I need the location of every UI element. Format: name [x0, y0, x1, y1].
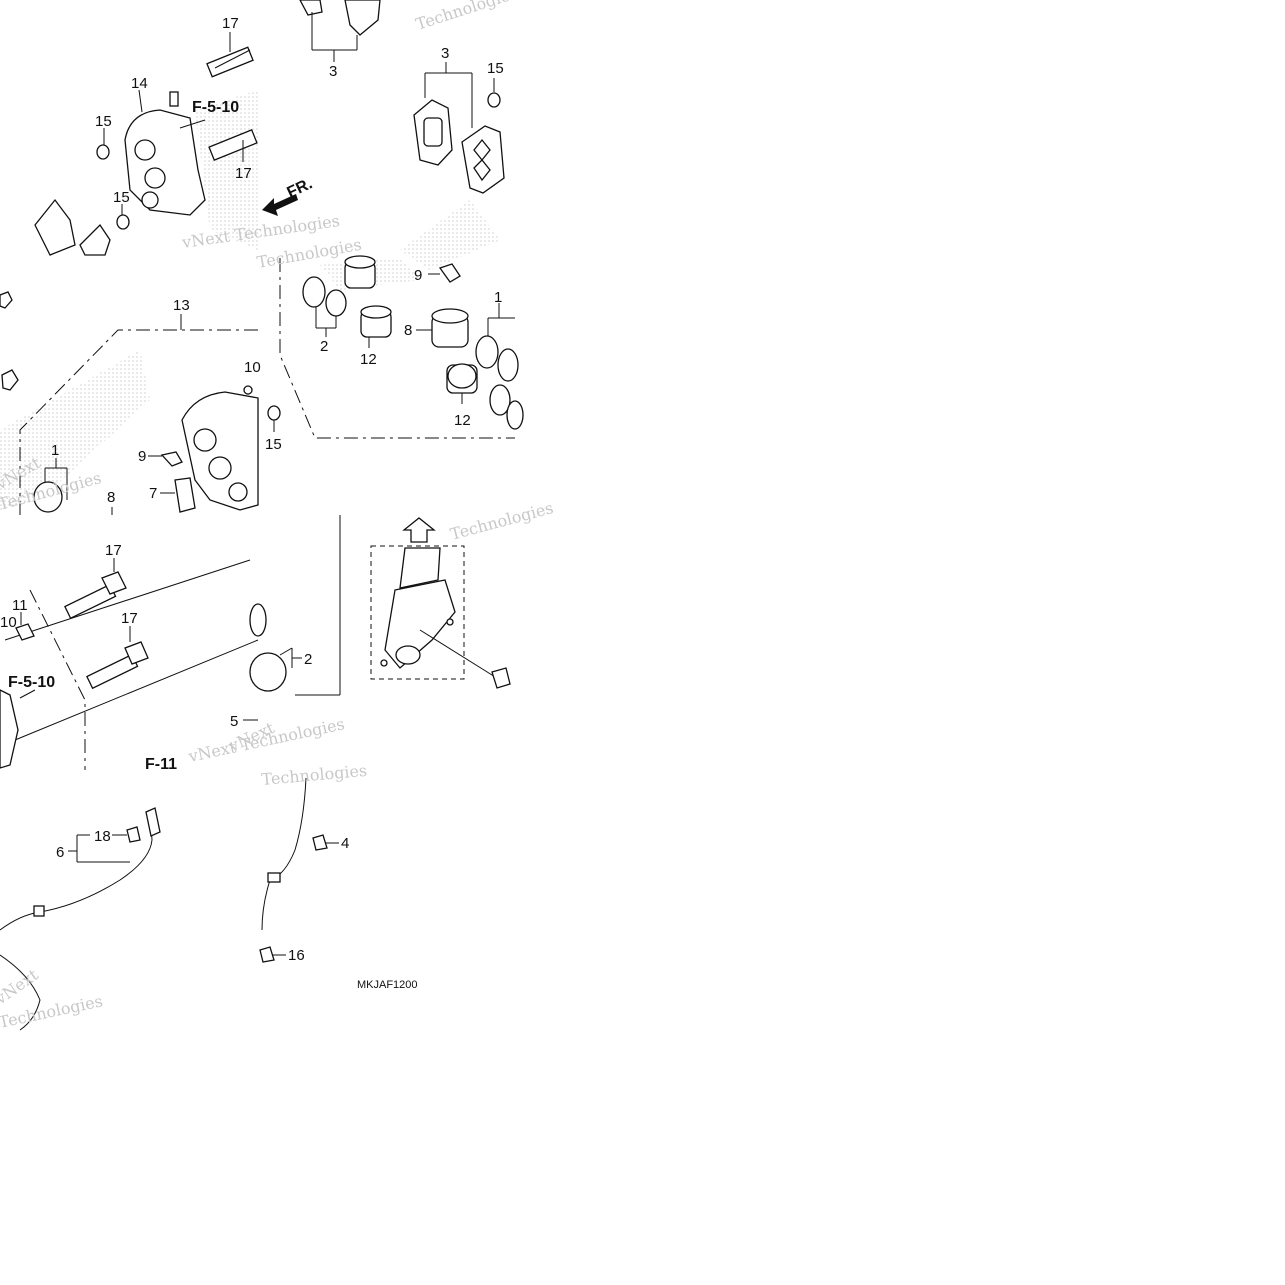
callout-17: 17: [235, 165, 252, 182]
callout-18: 18: [94, 828, 111, 845]
seal-15-a: [96, 144, 110, 160]
caliper-piston-12-lower: [446, 363, 478, 394]
brake-pad-partial: [34, 198, 76, 256]
dust-seal-c: [249, 652, 287, 692]
callout-2: 2: [320, 338, 328, 355]
caliper-housing-edge: [0, 689, 19, 769]
reference-f-11: F-11: [145, 756, 177, 773]
callout-10: 10: [244, 359, 261, 376]
watermark-text: vNext: [0, 965, 42, 1009]
callout-17: 17: [222, 15, 239, 32]
wheel-speed-sensor-bolt: [491, 667, 511, 689]
callout-13: 13: [173, 297, 190, 314]
caliper-bolt-lower: [208, 129, 258, 161]
callout-7: 7: [149, 485, 157, 502]
dust-seal-b: [325, 289, 347, 317]
seal-15-d: [267, 405, 281, 421]
bleeder-nut-a: [0, 291, 13, 309]
sensor-rotor-partial: [0, 954, 41, 1031]
piston-seal: [33, 481, 63, 513]
caliper-piston-8: [431, 308, 469, 348]
callout-16: 16: [288, 947, 305, 964]
callout-11: 11: [12, 597, 28, 614]
pad-spring: [174, 477, 196, 513]
callout-15: 15: [113, 189, 130, 206]
watermark-text: Technologies: [413, 0, 520, 34]
callout-6: 6: [56, 844, 64, 861]
sensor-wire: [0, 811, 153, 931]
sensor-grommet: [33, 905, 45, 917]
caliper-bolt-upper: [206, 46, 254, 78]
watermark-text: Technologies: [448, 498, 555, 544]
wheel-speed-sensor: 18 6 vNext Technologies: [0, 807, 161, 1032]
piston-seal-b: [497, 348, 519, 382]
diagram-code: MKJAF1200: [357, 979, 418, 991]
up-direction-arrow: [402, 517, 436, 543]
callout-12: 12: [454, 412, 471, 429]
caliper-piston-a: [344, 255, 376, 289]
callout-5: 5: [230, 713, 238, 730]
callout-4: 4: [341, 835, 349, 852]
brake-pad-pair: [413, 99, 505, 194]
callout-1: 1: [494, 289, 502, 306]
bleeder-valve: [438, 263, 461, 283]
piston-seal-c: [489, 384, 511, 416]
watermark-text: Technologies: [261, 761, 368, 789]
harness-wire: [261, 777, 307, 931]
mounting-bolt-a: [64, 571, 127, 620]
caliper-assembly-upper-left: 17 14 15 17 15 F-5-10 vNext Technologies: [34, 15, 341, 256]
bleeder-nut-b: [1, 369, 19, 391]
caliper-piston-12: [360, 305, 392, 338]
harness-clamp: [267, 872, 281, 883]
callout-3: 3: [441, 45, 449, 62]
callout-15: 15: [487, 60, 504, 77]
dust-seal-partial: [249, 603, 267, 637]
callout-2: 2: [304, 651, 312, 668]
brake-pad-partial-2: [79, 223, 111, 256]
sensor-harness: 4 16 MKJAF1200 Technologies: [259, 761, 418, 991]
caliper-housing: [181, 385, 259, 511]
pistons-seals-group: 2 12 9 8 12: [255, 235, 524, 453]
callout-15: 15: [95, 113, 112, 130]
piston-seal-a: [475, 335, 499, 369]
reference-f-5-10: F-5-10: [8, 674, 55, 691]
callout-8: 8: [107, 489, 115, 506]
callout-15: 15: [265, 436, 282, 453]
mounting-bolt-b: [86, 641, 149, 690]
callout-8: 8: [404, 322, 412, 339]
callout-14: 14: [131, 75, 148, 92]
callout-12: 12: [360, 351, 377, 368]
pad-spring-clip: [160, 451, 183, 467]
sensor-connector: [145, 807, 161, 837]
callout-3: 3: [329, 63, 337, 80]
seal-15-b: [116, 214, 130, 230]
brake-pad-top-b: [344, 0, 381, 36]
front-direction-label: FR.: [285, 175, 316, 201]
brake-pads-assembly: 3 3 15 FR. Technologies: [262, 0, 520, 270]
front-direction-arrow: [262, 194, 298, 216]
sensor-clip-18: [126, 826, 141, 843]
harness-bolt-16: [259, 946, 275, 963]
harness-clip-4: [312, 834, 328, 851]
dust-seal-a: [302, 276, 326, 308]
callout-9: 9: [138, 448, 146, 465]
callout-1: 1: [51, 442, 59, 459]
front-fork-leg: [380, 547, 456, 669]
caliper-body: [124, 91, 206, 216]
callout-9: 9: [414, 267, 422, 284]
brake-pad-top-a: [299, 0, 323, 16]
bleeder-cap: [15, 623, 35, 641]
fork-location-frame: [370, 545, 465, 680]
seal-15-c: [487, 92, 501, 108]
callout-17: 17: [121, 610, 138, 627]
caliper-exploded-left: 13 10 9 7 1 8 vNext Technologies: [0, 291, 261, 515]
callout-17: 17: [105, 542, 122, 559]
fork-and-seals: 2 5 Technologies vNext: [225, 498, 556, 756]
piston-seal-d: [506, 400, 524, 430]
callout-10: 10: [0, 614, 17, 631]
reference-f-5-10: F-5-10: [192, 99, 239, 116]
